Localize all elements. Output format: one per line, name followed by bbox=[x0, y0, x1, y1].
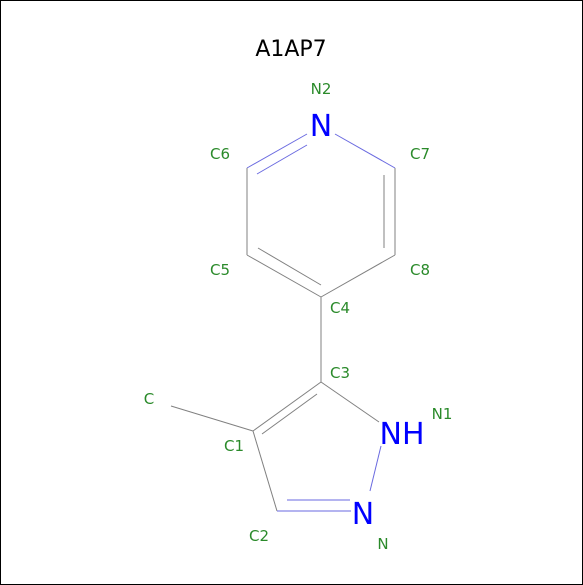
pyrazole-ring-bonds bbox=[170, 297, 382, 512]
n1-symbol: NH bbox=[380, 417, 425, 452]
bond-c5-c4 bbox=[246, 254, 322, 298]
bond-n2-c6-double bbox=[256, 144, 308, 175]
pyridine-ring-bonds bbox=[246, 133, 396, 298]
n2-symbol: N bbox=[310, 109, 332, 144]
label-c6: C6 bbox=[210, 145, 230, 163]
bond-c1-c bbox=[170, 405, 254, 432]
bond-n2-c7 bbox=[334, 133, 396, 169]
label-c1: C1 bbox=[224, 437, 244, 455]
label-c5: C5 bbox=[210, 261, 230, 279]
atom-labels: N2 C6 C7 C5 C8 C4 C3 C N1 C1 C2 N bbox=[144, 80, 453, 553]
label-c7: C7 bbox=[410, 145, 430, 163]
label-c4: C4 bbox=[330, 299, 350, 317]
bond-n2-c6 bbox=[246, 133, 308, 169]
bond-c3-c1-double bbox=[261, 393, 318, 435]
n-symbol: N bbox=[352, 497, 374, 532]
bond-c3-n1 bbox=[320, 381, 380, 423]
label-c3: C3 bbox=[330, 364, 350, 382]
molecule-title: A1AP7 bbox=[255, 37, 326, 62]
bond-c3-c1 bbox=[252, 381, 322, 432]
bond-c1-c2 bbox=[252, 430, 278, 512]
bond-n1-n bbox=[369, 445, 382, 492]
label-c2: C2 bbox=[249, 527, 269, 545]
label-c8: C8 bbox=[410, 261, 430, 279]
bond-c8-c4 bbox=[320, 254, 396, 298]
label-n: N bbox=[377, 535, 388, 553]
label-c: C bbox=[144, 390, 154, 408]
label-n2: N2 bbox=[311, 80, 332, 98]
heteroatom-symbols: N NH N bbox=[310, 109, 425, 532]
bond-c5-c4-double bbox=[257, 247, 322, 286]
label-n1: N1 bbox=[432, 405, 453, 423]
